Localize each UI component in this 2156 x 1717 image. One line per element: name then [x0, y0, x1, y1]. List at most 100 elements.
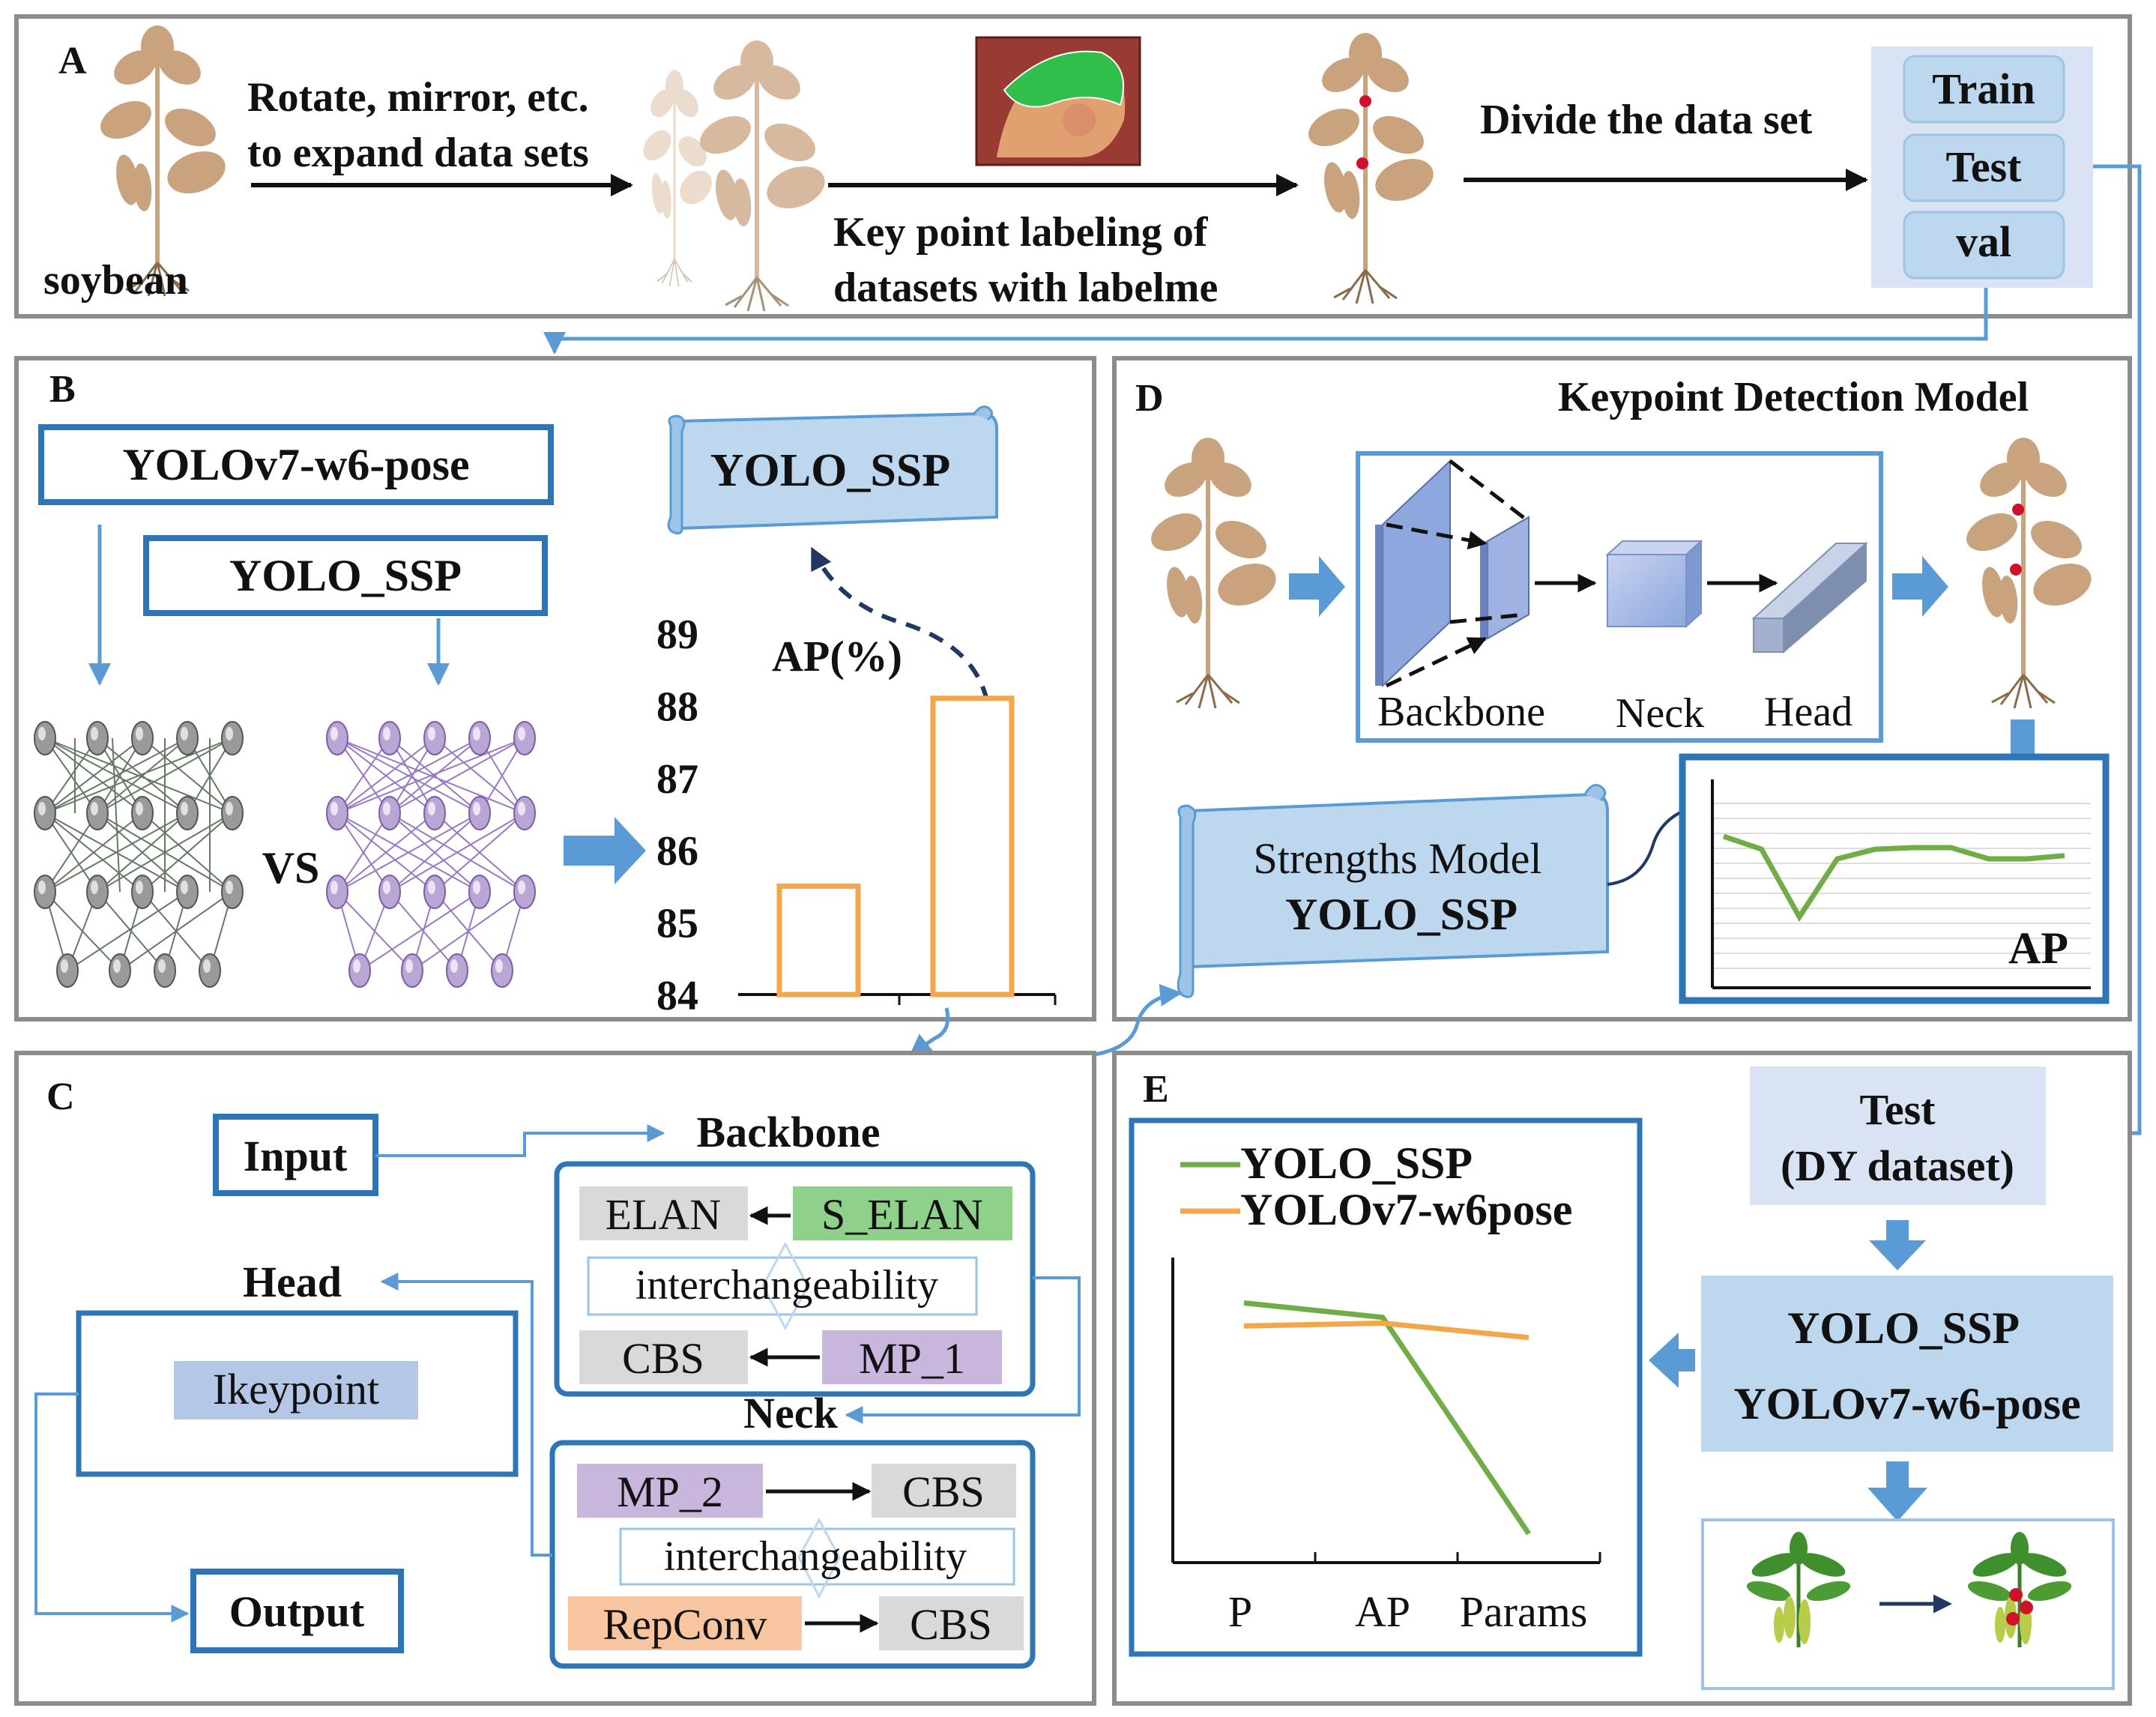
bar — [930, 695, 1015, 998]
result-scroll — [667, 405, 998, 535]
vs-label: VS — [262, 843, 320, 893]
x-tick-label: Params — [1460, 1587, 1588, 1636]
chart-title: AP(%) — [772, 632, 902, 681]
repconv-block[interactable] — [568, 1596, 802, 1650]
interchange-diamond — [761, 1241, 809, 1331]
ap-series-line — [1722, 833, 2065, 923]
augment-text-line1: Rotate, mirror, etc. — [247, 74, 589, 121]
s-elan-label: S_ELAN — [821, 1190, 983, 1239]
split-val-box[interactable] — [1903, 211, 2065, 280]
panel-a-letter: A — [58, 40, 87, 82]
baseline-model-box[interactable] — [38, 424, 554, 505]
mp2-label: MP_2 — [617, 1467, 723, 1516]
result-scroll-label: YOLO_SSP — [710, 445, 950, 496]
keypoint-marker — [2009, 1588, 2023, 1602]
head-heading: Head — [243, 1258, 342, 1306]
y-tick-label: 87 — [656, 756, 698, 803]
labeling-text-line1: Key point labeling of — [833, 209, 1209, 256]
train-to-panel-b-connector — [543, 288, 1988, 354]
augment-text-line2: to expand data sets — [247, 130, 589, 176]
backbone-block-icon — [1375, 459, 1530, 688]
model-output-arrow — [1892, 556, 1948, 617]
split-train-box[interactable] — [1903, 55, 2065, 124]
neck-cbs-label-1: CBS — [902, 1467, 985, 1516]
stage-neck-label: Neck — [1616, 690, 1704, 737]
y-tick-label: 89 — [656, 612, 698, 658]
result-plants-box — [1701, 1518, 2115, 1690]
output-label: Output — [229, 1587, 365, 1636]
panel-b-letter: B — [49, 368, 76, 411]
models-box[interactable] — [1701, 1276, 2113, 1452]
neck-cbs-block-2[interactable] — [879, 1596, 1024, 1650]
baseline-network-icon — [34, 721, 244, 988]
ikeypoint-label: Ikeypoint — [213, 1365, 379, 1413]
keypoint-marker — [2010, 564, 2022, 576]
strengths-scroll — [1177, 784, 1609, 998]
proposed-model-box[interactable] — [143, 535, 548, 616]
cbs-block[interactable] — [579, 1330, 748, 1384]
backbone-to-neck-connector — [845, 1276, 1081, 1424]
labeling-text-line2: datasets with labelme — [833, 265, 1218, 311]
neck-interchange-box — [619, 1527, 1015, 1586]
x-tick-label: AP — [1355, 1587, 1410, 1636]
ikeypoint-block[interactable] — [174, 1361, 418, 1419]
repconv-label: RepConv — [603, 1600, 767, 1649]
neck-to-head-connector — [380, 1273, 552, 1557]
keypoint-marker — [2020, 1601, 2033, 1614]
soybean-label: soybean — [43, 257, 188, 304]
input-box[interactable] — [213, 1114, 378, 1196]
series-line — [1243, 1320, 1530, 1341]
neck-cube-icon — [1605, 539, 1703, 629]
mp1-block[interactable] — [822, 1330, 1002, 1384]
test-dataset-line1: Test — [1860, 1085, 1936, 1134]
keypoint-marker — [1359, 95, 1371, 107]
models-to-chart-arrow — [1649, 1333, 1695, 1388]
neck-cbs-block-1[interactable] — [872, 1464, 1016, 1518]
proposed-model-label: YOLO_SSP — [229, 551, 462, 600]
elan-label: ELAN — [606, 1190, 722, 1239]
neck-interchange-label: interchangeability — [664, 1533, 967, 1580]
keypoint-marker — [1356, 157, 1368, 169]
elan-block[interactable] — [579, 1186, 748, 1240]
bar — [776, 883, 861, 998]
interchange-diamond — [797, 1517, 841, 1599]
neck-heading: Neck — [743, 1389, 838, 1437]
model-2-label: YOLOv7-w6-pose — [1733, 1379, 2080, 1428]
mp1-label: MP_1 — [859, 1334, 965, 1383]
improvement-dashed-arrow — [811, 546, 989, 701]
input-to-backbone-connector — [375, 1124, 665, 1157]
output-box[interactable] — [190, 1569, 404, 1653]
mp2-block[interactable] — [577, 1464, 763, 1518]
cbs-label: CBS — [622, 1334, 704, 1383]
legend-label: YOLO_SSP — [1240, 1138, 1473, 1188]
proposed-network-icon — [326, 721, 536, 988]
y-tick-label: 84 — [656, 973, 698, 1019]
split-train-label: Train — [1932, 64, 2035, 113]
legend-label: YOLOv7-w6pose — [1240, 1185, 1572, 1234]
split-test-box[interactable] — [1903, 133, 2065, 202]
input-label: Input — [244, 1132, 348, 1180]
s-elan-block[interactable] — [793, 1186, 1012, 1240]
keypoint-marker — [2006, 1612, 2020, 1626]
keypoint-marker — [2012, 504, 2024, 516]
divide-dataset-text: Divide the data set — [1480, 97, 1813, 143]
y-tick-label: 88 — [656, 684, 698, 730]
x-tick-label: P — [1228, 1587, 1252, 1636]
panel-c-to-d-connector — [1090, 983, 1183, 1057]
panel-e-letter: E — [1143, 1068, 1169, 1111]
stage-backbone-label: Backbone — [1377, 689, 1545, 735]
panel-d-letter: D — [1135, 377, 1164, 420]
test-to-models-arrow — [1869, 1220, 1926, 1270]
series-line — [1243, 1300, 1531, 1536]
compare-big-arrow — [564, 817, 646, 884]
panel-d-title: Keypoint Detection Model — [1558, 374, 2029, 420]
ap-line-chart: AP — [1711, 779, 2091, 989]
test-dataset-box[interactable] — [1750, 1066, 2046, 1205]
test-dataset-line2: (DY dataset) — [1781, 1141, 2014, 1190]
y-tick-label: 85 — [656, 901, 698, 947]
model-input-arrow — [1289, 556, 1345, 617]
backbone-interchange-label: interchangeability — [635, 1262, 938, 1309]
